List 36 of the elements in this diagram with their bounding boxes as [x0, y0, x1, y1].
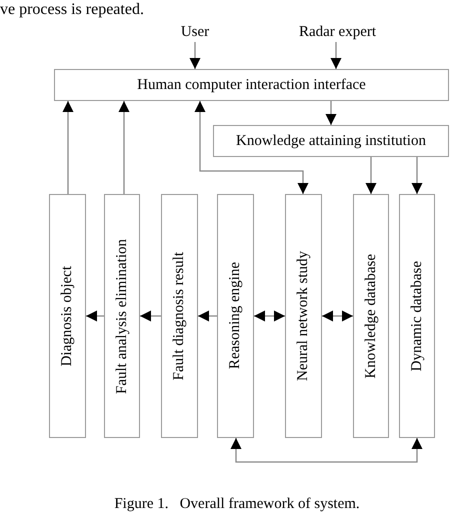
box-label: Dynamic database: [410, 260, 424, 372]
box-label: Knowledge database: [364, 254, 378, 378]
box-label: Neural network study: [296, 251, 311, 381]
arrow: [322, 310, 353, 322]
process-box: [104, 194, 140, 438]
process-box: [161, 194, 198, 438]
process-box: [217, 194, 254, 438]
arrow: [412, 157, 422, 194]
arrow: [254, 310, 285, 322]
box-label: Human computer interaction interface: [137, 78, 366, 92]
process-box: [353, 194, 389, 438]
box-label: Fault diagnosis result: [172, 252, 187, 380]
box-label: Diagnosis object: [60, 266, 75, 366]
process-box: [213, 125, 449, 157]
box-label: Knowledge attaining institution: [236, 134, 426, 148]
text-fragment: ve process is repeated.: [0, 1, 144, 19]
arrow: [198, 310, 217, 322]
process-box: [399, 194, 435, 438]
box-label: User: [180, 24, 210, 40]
box-label: Fault analysis elimination: [114, 238, 130, 394]
arrow: [62, 101, 74, 194]
arrow: [326, 101, 336, 125]
arrow: [140, 310, 161, 322]
arrow: [230, 438, 422, 463]
figure-caption: Figure 1. Overall framework of system.: [113, 495, 361, 514]
process-box: [54, 69, 449, 101]
process-box: [49, 194, 86, 438]
arrow: [86, 310, 104, 322]
arrow: [366, 157, 376, 194]
process-box: [285, 194, 322, 438]
box-label: Radar expert: [298, 24, 376, 40]
arrow: [118, 101, 130, 194]
box-label: Reasoning engine: [228, 262, 243, 370]
arrow: [194, 101, 308, 194]
arrow: [190, 42, 200, 69]
arrow: [330, 42, 342, 69]
